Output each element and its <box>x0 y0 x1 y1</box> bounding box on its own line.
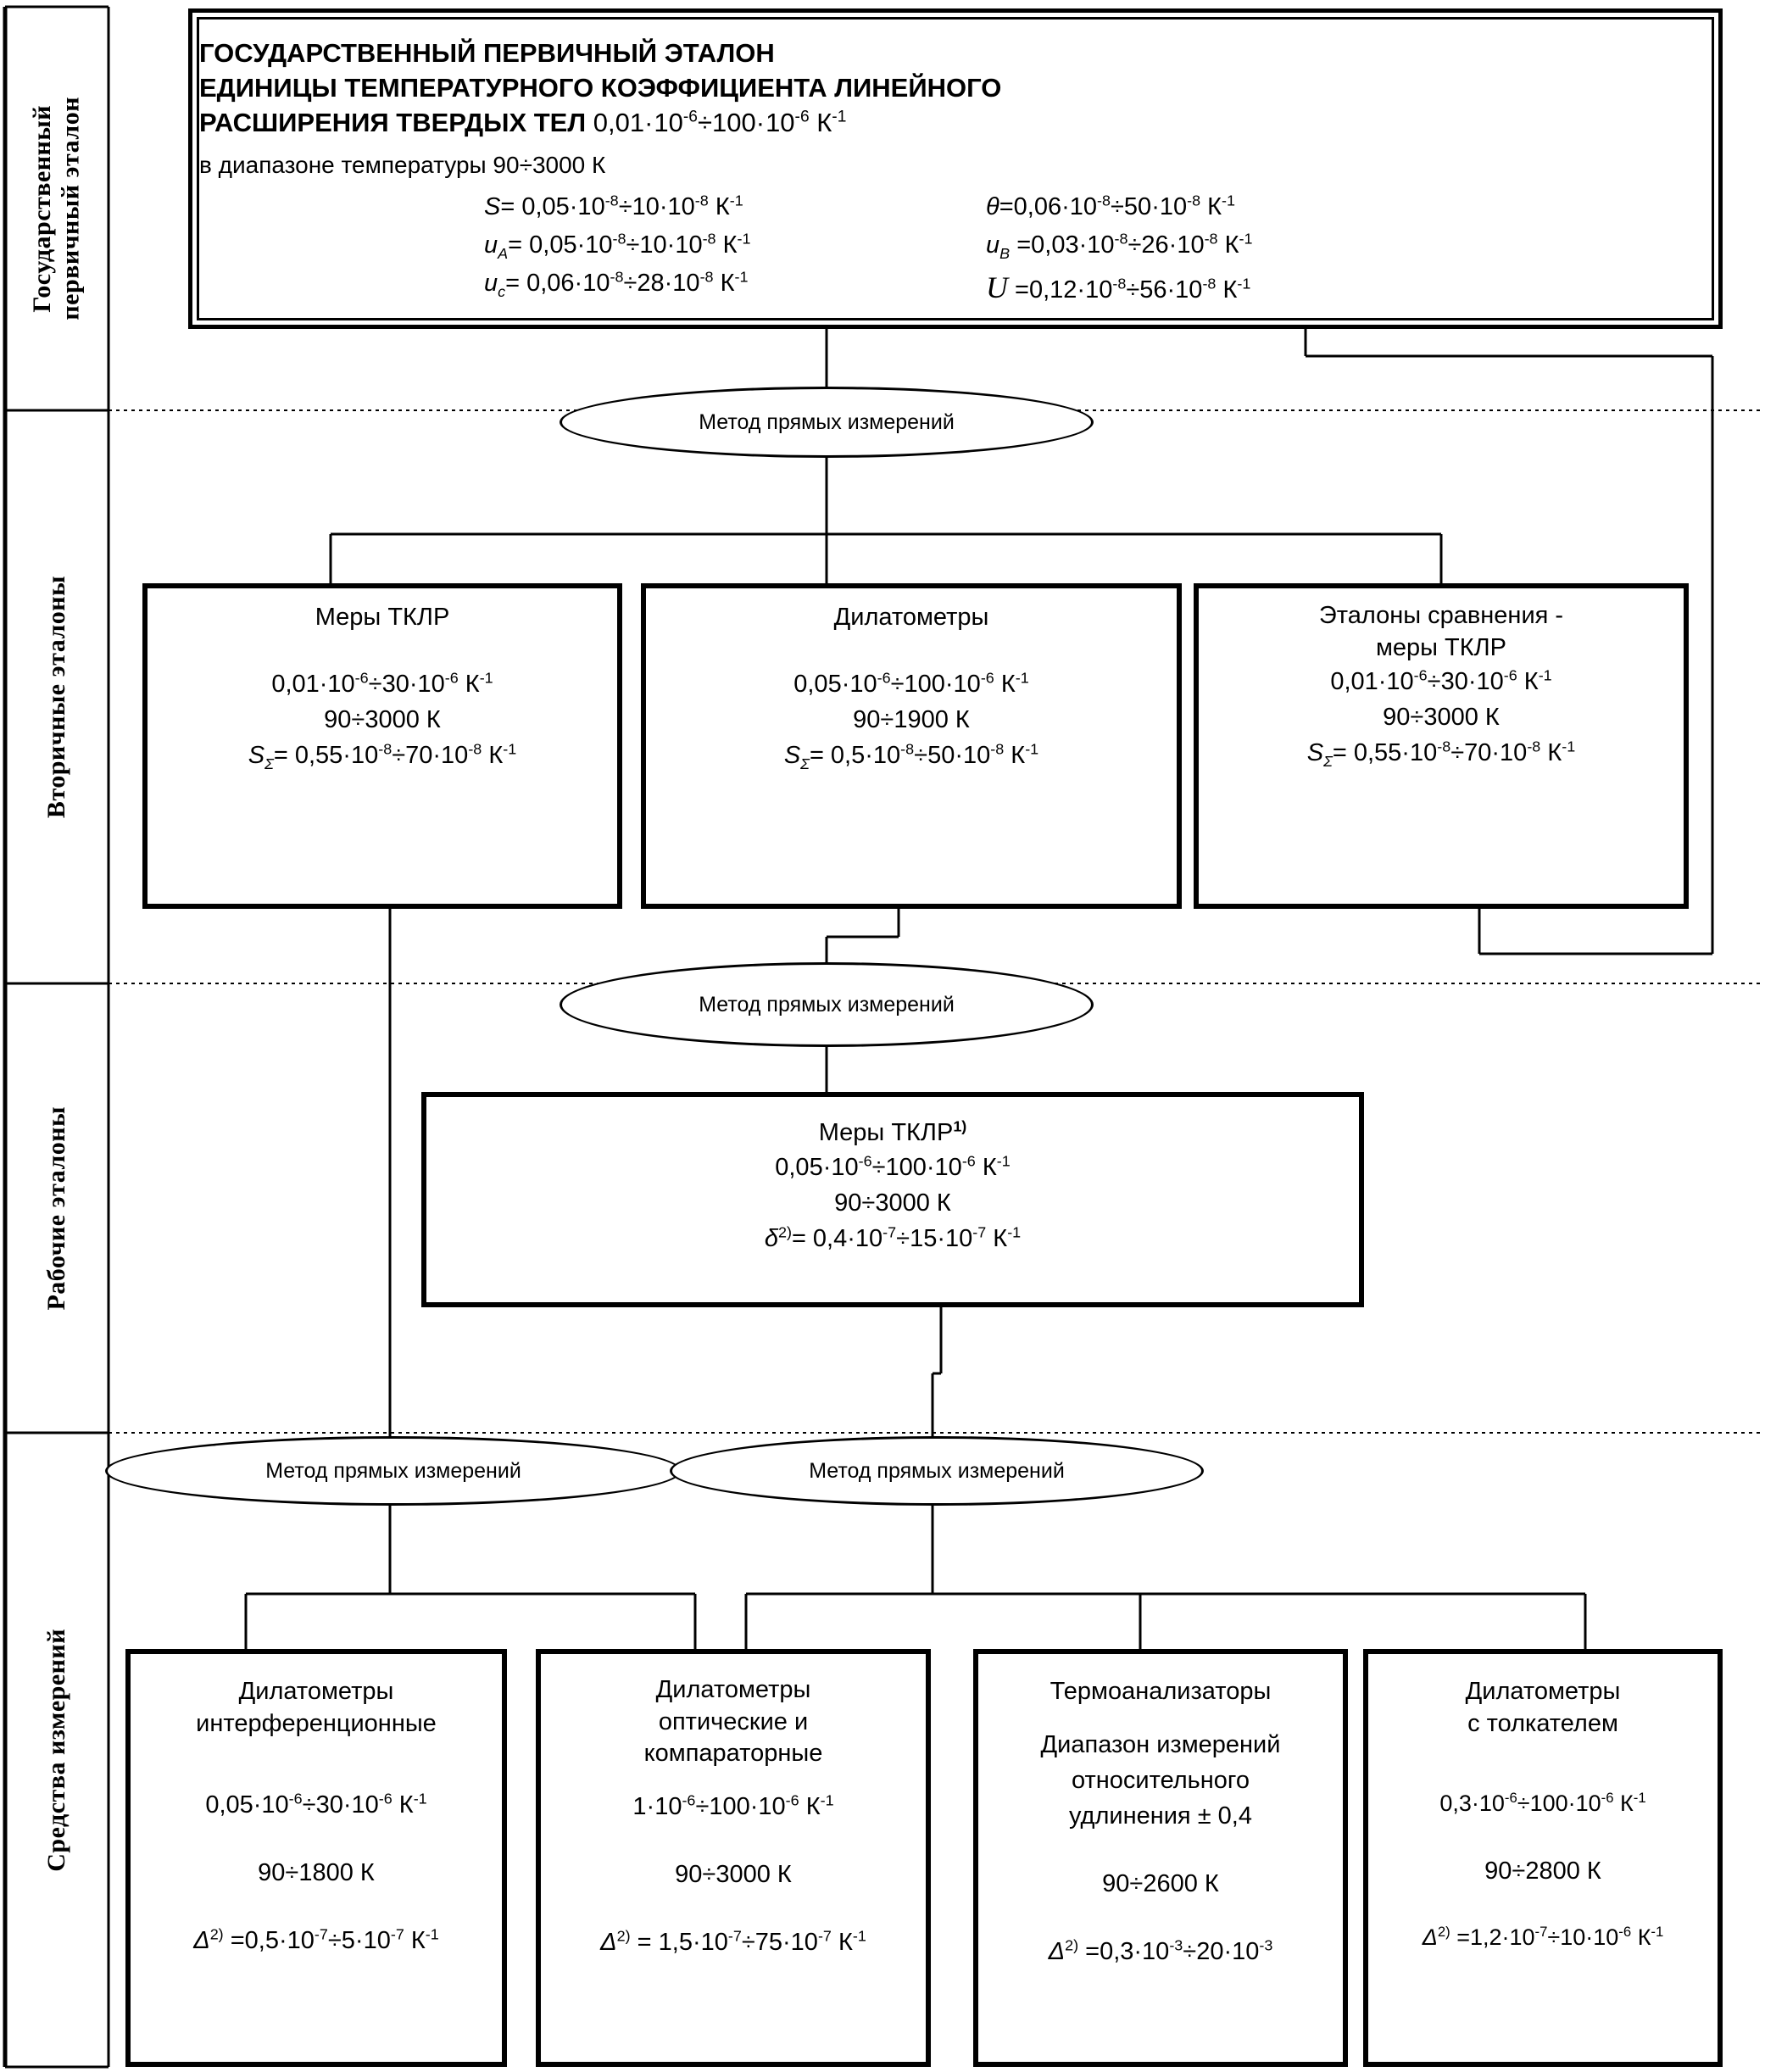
instrument-desc-line1: Диапазон измерений <box>1040 1730 1281 1758</box>
secondary-standard-temperature: 90÷3000 К <box>1383 704 1500 732</box>
primary-standard-title-line2: ЕДИНИЦЫ ТЕМПЕРАТУРНОГО КОЭФФИЦИЕНТА ЛИНЕ… <box>199 72 1002 103</box>
secondary-standard-range: 0,01·10-6÷30·10-6 К-1 <box>271 669 493 698</box>
method-ellipse-direct-3: Метод прямых измерений <box>105 1436 682 1506</box>
metric-uB: uB =0,03·10-8÷26·10-8 К-1 <box>986 230 1253 262</box>
instrument-desc-line3: удлинения ± 0,4 <box>1069 1802 1252 1830</box>
secondary-standard-uncertainty: SΣ= 0,55·10-8÷70·10-8 К-1 <box>248 740 517 772</box>
metric-uA: uA= 0,05·10-8÷10·10-8 К-1 <box>484 230 751 262</box>
method-label: Метод прямых измерений <box>265 1458 521 1483</box>
instrument-box-thermal-analyzers: Термоанализаторы Диапазон измерений отно… <box>973 1649 1348 2067</box>
secondary-standard-box-mery-tklr: Меры ТКЛР 0,01·10-6÷30·10-6 К-1 90÷3000 … <box>142 583 622 909</box>
instrument-range: 1·10-6÷100·10-6 К-1 <box>632 1791 834 1821</box>
tier-label-secondary-standards: Вторичные эталоны <box>42 575 71 819</box>
working-standard-title: Меры ТКЛР1) <box>426 1097 1359 1150</box>
primary-standard-box: ГОСУДАРСТВЕННЫЙ ПЕРВИЧНЫЙ ЭТАЛОН ЕДИНИЦЫ… <box>188 8 1723 329</box>
secondary-standard-range: 0,05·10-6÷100·10-6 К-1 <box>793 669 1029 698</box>
method-label: Метод прямых измерений <box>699 992 955 1017</box>
instrument-range: 0,05·10-6÷30·10-6 К-1 <box>205 1790 427 1819</box>
instrument-title-line2: с толкателем <box>1467 1709 1618 1737</box>
method-ellipse-direct-4: Метод прямых измерений <box>670 1436 1204 1506</box>
secondary-standard-title-line2: меры ТКЛР <box>1375 633 1507 661</box>
instrument-range: 0,3·10-6÷100·10-6 К-1 <box>1439 1790 1646 1817</box>
instrument-title-line1: Дилатометры <box>655 1676 811 1703</box>
working-standard-box: Меры ТКЛР1) 0,05·10-6÷100·10-6 К-1 90÷30… <box>421 1092 1364 1307</box>
working-standard-range: 0,05·10-6÷100·10-6 К-1 <box>775 1152 1011 1181</box>
instrument-box-optical-comparator-dilatometers: Дилатометры оптические и компараторные 1… <box>536 1649 931 2067</box>
primary-standard-title-line3: РАСШИРЕНИЯ ТВЕРДЫХ ТЕЛ 0,01·10-6÷100·10-… <box>199 106 1712 141</box>
metric-theta: θ=0,06·10-8÷50·10-8 К-1 <box>986 192 1236 220</box>
tier-label-primary-standard: Государственный первичный эталон <box>28 97 85 320</box>
instrument-temperature: 90÷2600 К <box>1102 1869 1219 1897</box>
metric-uc: uc= 0,06·10-8÷28·10-8 К-1 <box>484 267 749 300</box>
instrument-error: Δ2) =0,5·10-7÷5·10-7 К-1 <box>193 1925 439 1955</box>
instrument-temperature: 90÷3000 К <box>675 1861 792 1889</box>
instrument-title-line1: Дилатометры <box>238 1678 394 1705</box>
method-label: Метод прямых измерений <box>699 409 955 434</box>
primary-standard-title-line1: ГОСУДАРСТВЕННЫЙ ПЕРВИЧНЫЙ ЭТАЛОН <box>199 38 775 68</box>
instrument-temperature: 90÷2800 К <box>1484 1857 1601 1885</box>
secondary-standard-title: Дилатометры <box>833 604 989 631</box>
secondary-standard-uncertainty: SΣ= 0,5·10-8÷50·10-8 К-1 <box>783 740 1039 772</box>
tier-label-measuring-instruments: Средства измерений <box>42 1628 71 1872</box>
instrument-title-line2: оптические и <box>658 1707 809 1735</box>
instrument-title-line3: компараторные <box>643 1740 823 1768</box>
primary-standard-metrics: S= 0,05·10-8÷10·10-8 К-1 uA= 0,05·10-8÷1… <box>199 183 1712 312</box>
secondary-standard-range: 0,01·10-6÷30·10-6 К-1 <box>1330 666 1552 696</box>
primary-standard-temperature-range: в диапазоне температуры 90÷3000 К <box>199 151 606 178</box>
working-standard-footnote-ref: 1) <box>953 1117 967 1135</box>
instrument-title-line2: интерференционные <box>196 1709 437 1737</box>
primary-standard-range: 0,01·10-6÷100·10-6 К-1 <box>593 107 847 137</box>
instrument-error: Δ2) =0,3·10-3÷20·10-3 <box>1048 1936 1273 1965</box>
instrument-box-interference-dilatometers: Дилатометры интерференционные 0,05·10-6÷… <box>125 1649 507 2067</box>
metric-U: U =0,12·10-8÷56·10-8 К-1 <box>986 270 1251 304</box>
instrument-title-line1: Дилатометры <box>1465 1678 1621 1705</box>
working-standard-temperature: 90÷3000 К <box>834 1189 951 1217</box>
instrument-desc-line2: относительного <box>1072 1766 1250 1794</box>
instrument-box-pusher-dilatometers: Дилатометры с толкателем 0,3·10-6÷100·10… <box>1363 1649 1723 2067</box>
instrument-title-line1: Термоанализаторы <box>1050 1678 1272 1705</box>
instrument-temperature: 90÷1800 К <box>258 1859 375 1887</box>
secondary-standard-box-dilatometers: Дилатометры 0,05·10-6÷100·10-6 К-1 90÷19… <box>641 583 1182 909</box>
secondary-standard-box-comparison: Эталоны сравнения - меры ТКЛР 0,01·10-6÷… <box>1194 583 1689 909</box>
method-label: Метод прямых измерений <box>809 1458 1065 1483</box>
working-standard-error: δ2)= 0,4·10-7÷15·10-7 К-1 <box>764 1223 1022 1252</box>
working-standard-title-text: Меры ТКЛР <box>818 1119 954 1146</box>
secondary-standard-title: Меры ТКЛР <box>315 604 450 631</box>
secondary-standard-title-line1: Эталоны сравнения - <box>1318 602 1564 629</box>
instrument-error: Δ2) = 1,5·10-7÷75·10-7 К-1 <box>600 1927 866 1957</box>
metric-S: S= 0,05·10-8÷10·10-8 К-1 <box>484 192 743 220</box>
method-ellipse-direct-2: Метод прямых измерений <box>560 962 1094 1047</box>
primary-standard-subject: РАСШИРЕНИЯ ТВЕРДЫХ ТЕЛ <box>199 107 587 137</box>
secondary-standard-temperature: 90÷1900 К <box>853 705 970 733</box>
tier-label-working-standards: Рабочие эталоны <box>42 1106 71 1311</box>
method-ellipse-direct-1: Метод прямых измерений <box>560 387 1094 458</box>
secondary-standard-temperature: 90÷3000 К <box>324 705 441 733</box>
secondary-standard-uncertainty: SΣ= 0,55·10-8÷70·10-8 К-1 <box>1306 738 1576 771</box>
instrument-error: Δ2) =1,2·10-7÷10·10-6 К-1 <box>1422 1923 1664 1950</box>
